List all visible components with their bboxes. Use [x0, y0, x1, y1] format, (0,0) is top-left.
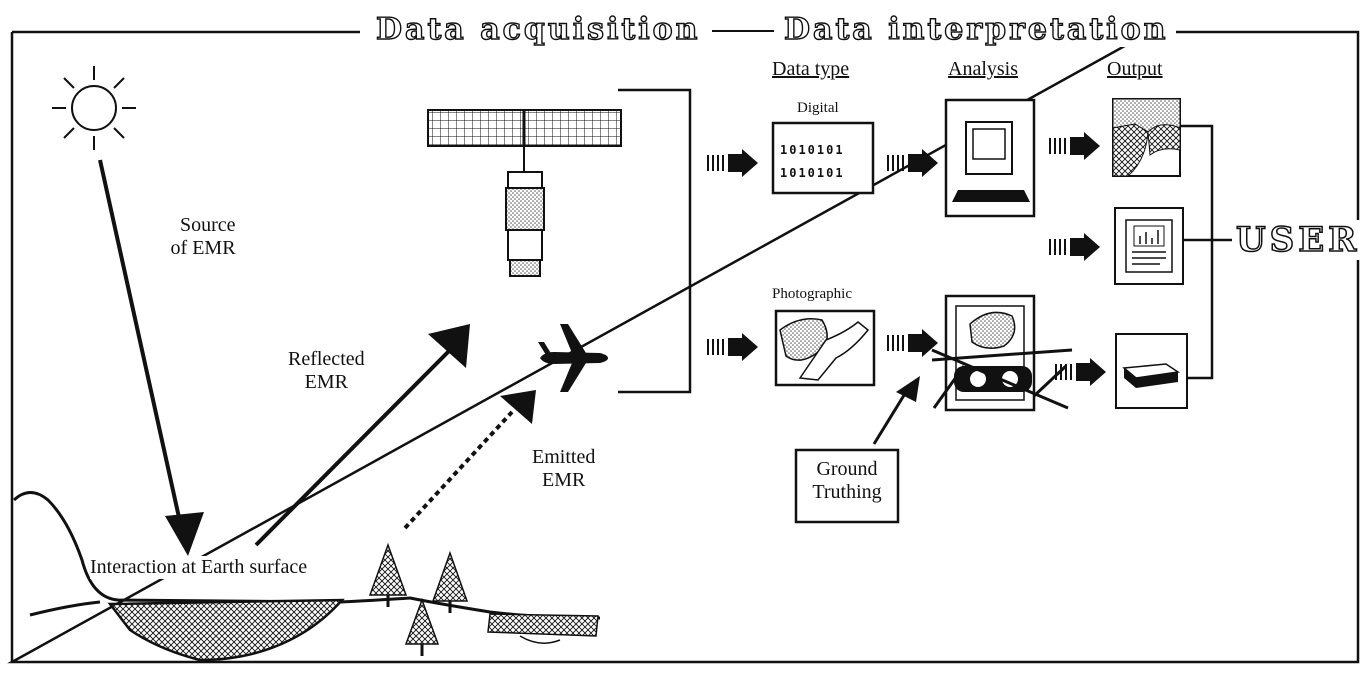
airplane-icon — [538, 324, 608, 392]
chart-report-icon — [1114, 207, 1184, 285]
sensor-bracket — [618, 88, 692, 394]
flow-arrow-icon — [1055, 358, 1106, 386]
reflected-label-line2: EMR — [304, 371, 348, 393]
tree-icon — [368, 542, 408, 607]
source-arrow — [98, 159, 204, 556]
digital-label: Digital — [797, 100, 839, 116]
frame-border — [7, 30, 1360, 664]
column-output: Output — [1107, 58, 1163, 80]
reflected-label-line1: Reflected — [288, 348, 365, 370]
map-output-icon — [1112, 98, 1181, 177]
source-label-line2: of EMR — [170, 237, 236, 259]
flow-arrow-icon — [1049, 132, 1100, 160]
earth-surface — [12, 491, 601, 662]
flow-arrow-icon — [707, 333, 758, 361]
header-data-acquisition: Data acquisition — [368, 11, 709, 48]
flow-arrow-icon — [887, 329, 938, 357]
flow-arrow-icon — [887, 149, 938, 177]
header-data-interpretation: Data interpretation — [776, 11, 1177, 48]
tree-icon — [431, 550, 469, 613]
ground-truthing-line1: Ground — [816, 458, 878, 480]
flow-arrow-icon — [1049, 233, 1100, 261]
photographic-label: Photographic — [772, 286, 852, 302]
output-bracket — [1180, 124, 1232, 380]
ground-truthing-line2: Truthing — [812, 481, 882, 503]
book-icon — [1115, 333, 1188, 409]
header-dash — [712, 30, 774, 32]
user-label: USER — [1232, 219, 1365, 261]
column-data-type: Data type — [772, 58, 850, 80]
ground-truthing-arrow — [872, 376, 920, 445]
stereoscope-icon — [931, 294, 1073, 412]
flow-arrow-icon — [707, 149, 758, 177]
reflected-label: Reflected EMR — [288, 348, 365, 394]
ground-truthing-box — [794, 448, 900, 524]
emitted-arrow — [403, 390, 536, 530]
water-body — [107, 598, 345, 662]
sun-icon — [52, 66, 136, 150]
emitted-label-line2: EMR — [541, 469, 586, 491]
source-label: Source of EMR — [166, 214, 236, 260]
emitted-label: Emitted EMR — [532, 446, 595, 492]
source-label-line1: Source — [180, 214, 236, 236]
column-analysis: Analysis — [948, 58, 1018, 80]
ground-truthing-label: Ground Truthing — [796, 458, 898, 504]
field-patch — [487, 613, 599, 637]
digital-data-box — [771, 121, 875, 195]
photo-icon — [774, 309, 876, 387]
digital-bits-row2: 1010101 — [780, 166, 845, 180]
emitted-label-line1: Emitted — [532, 446, 596, 468]
interaction-label: Interaction at Earth surface — [90, 556, 308, 579]
satellite-icon — [427, 109, 622, 277]
computer-icon — [944, 98, 1036, 218]
tree-icon — [404, 597, 440, 656]
digital-bits-row1: 1010101 — [780, 143, 845, 157]
reflected-arrow — [254, 324, 470, 547]
